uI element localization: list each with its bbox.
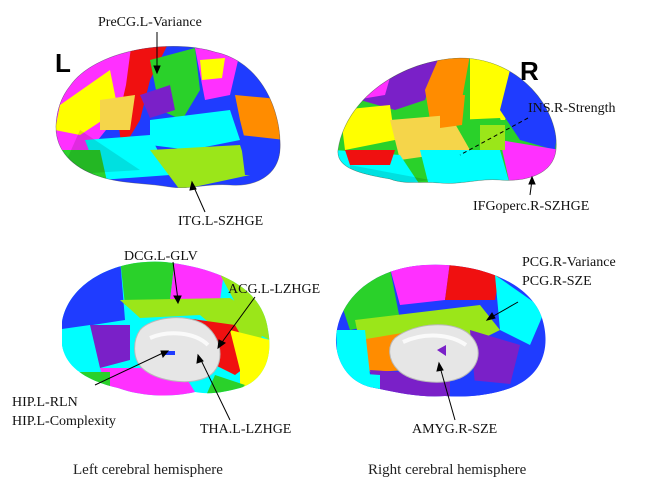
label-precg-variance: PreCG.L-Variance: [98, 15, 202, 30]
right-side-label: R: [520, 56, 539, 86]
left-medial-brain: [55, 255, 280, 405]
label-dcg-glv: DCG.L-GLV: [124, 249, 198, 264]
label-pcg-variance: PCG.R-Variance: [522, 255, 616, 270]
caption-right-hemisphere: Right cerebral hemisphere: [368, 462, 527, 478]
label-tha-lzhge: THA.L-LZHGE: [200, 422, 291, 437]
label-itg-szhge: ITG.L-SZHGE: [178, 214, 263, 229]
label-amyg-sze: AMYG.R-SZE: [412, 422, 497, 437]
label-ifgoperc-szhge: IFGoperc.R-SZHGE: [473, 199, 589, 214]
label-pcg-sze: PCG.R-SZE: [522, 274, 592, 289]
label-acg-lzhge: ACG.L-LZHGE: [228, 282, 320, 297]
label-hip-rln: HIP.L-RLN: [12, 395, 78, 410]
label-ins-strength: INS.R-Strength: [528, 101, 616, 116]
left-side-label: L: [55, 48, 71, 78]
right-medial-brain: [330, 258, 550, 408]
left-lateral-brain: [50, 40, 290, 200]
caption-left-hemisphere: Left cerebral hemisphere: [73, 462, 223, 478]
label-hip-complexity: HIP.L-Complexity: [12, 414, 116, 429]
